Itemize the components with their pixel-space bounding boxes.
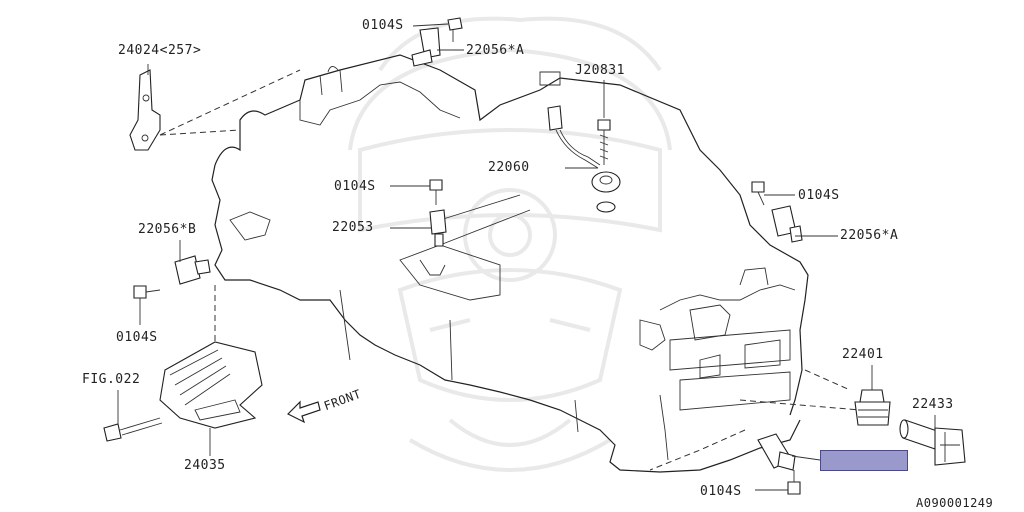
spark-plug-part (854, 368, 891, 426)
label-bolt-bottom: 0104S (700, 484, 742, 499)
dashed-leaders (159, 69, 861, 471)
label-bolt-left: 0104S (116, 330, 158, 345)
label-knock-sensor: 22060 (488, 160, 530, 175)
highlight-box (820, 450, 908, 471)
cover-part (103, 341, 263, 442)
label-diagram-id: A090001249 (916, 496, 994, 510)
label-bolt-mid: 0104S (334, 179, 376, 194)
label-cam-sensor: 22053 (332, 220, 374, 235)
cam-sensor-part (429, 179, 447, 247)
left-sensor-part (133, 255, 211, 299)
engine-block (211, 54, 809, 473)
ignition-coil-part (899, 419, 966, 466)
bracket-part (129, 69, 161, 151)
front-arrow-icon (286, 400, 321, 424)
bottom-sensor-part (757, 433, 801, 495)
label-spark-plug: 22401 (842, 347, 884, 362)
label-bolt-right: 0104S (798, 188, 840, 203)
label-j-bolt: J20831 (575, 63, 625, 78)
knock-sensor-part (547, 105, 621, 213)
top-sensor-part (411, 17, 463, 67)
label-sensor-right: 22056*A (840, 228, 899, 243)
label-bracket: 24024<257> (118, 43, 202, 58)
leader-lines (117, 23, 936, 491)
label-cover: 24035 (184, 458, 226, 473)
samurai-helmet-watermark-icon (348, 16, 672, 472)
label-bolt-top: 0104S (362, 18, 404, 33)
label-sensor-top: 22056*A (466, 43, 525, 58)
label-sensor-left: 22056*B (138, 222, 197, 237)
j-bolt-part (597, 119, 611, 165)
label-ignition-coil: 22433 (912, 397, 954, 412)
right-sensor-part (751, 181, 803, 243)
label-fig-ref: FIG.022 (82, 372, 141, 387)
